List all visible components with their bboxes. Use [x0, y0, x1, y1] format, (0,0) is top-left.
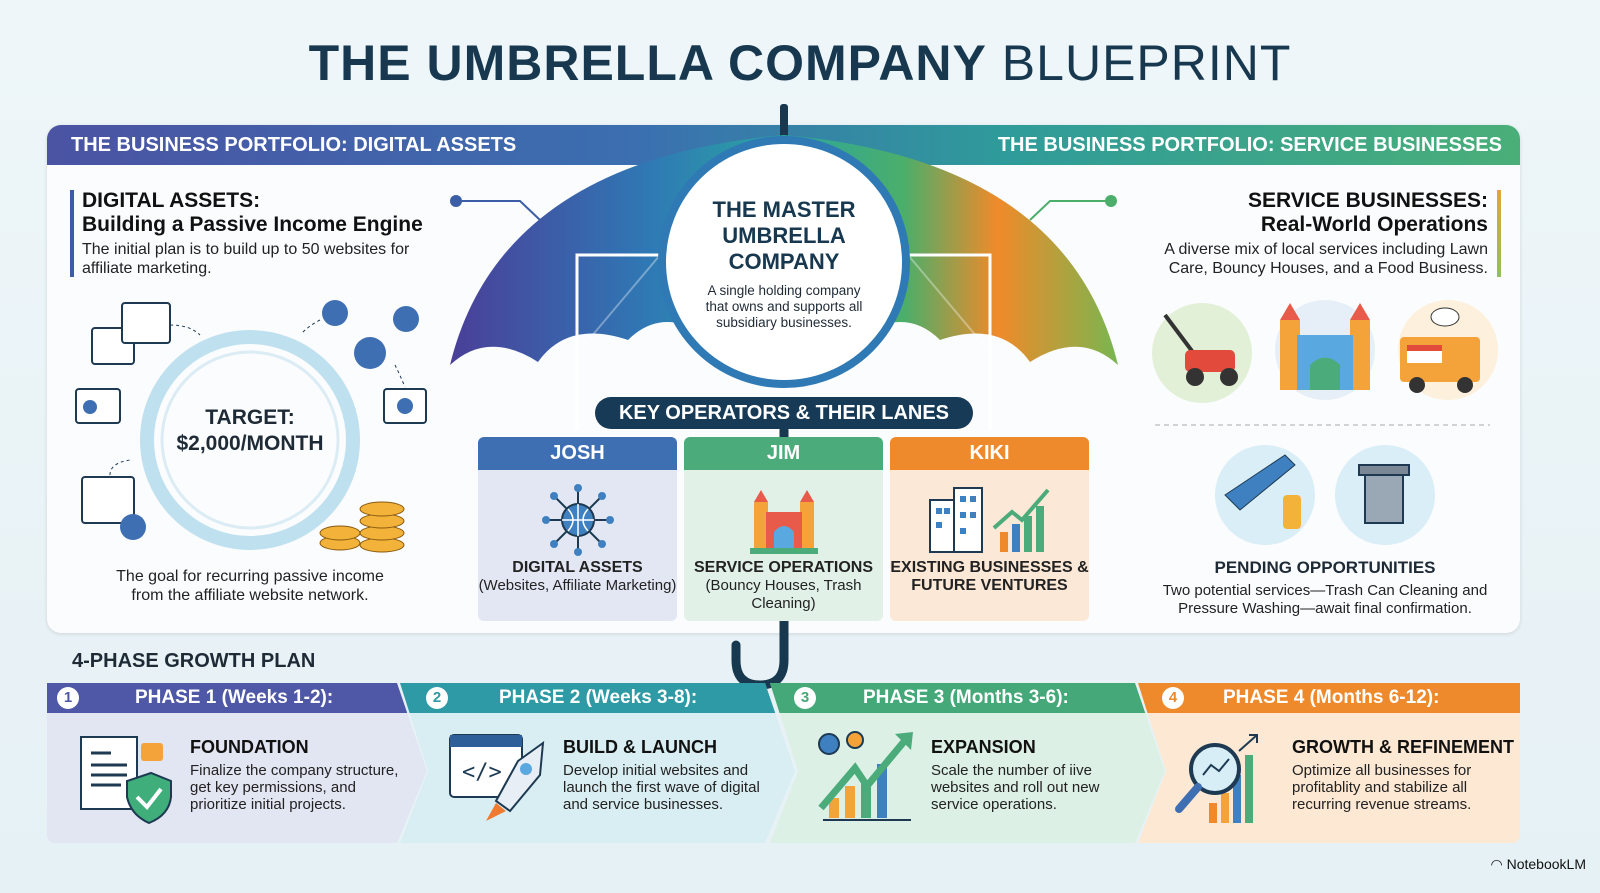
target-value: $2,000/MONTH: [176, 432, 324, 455]
operator-card-jim: JIM SERVICE OPERATIONS(Bouncy Houses, Tr…: [684, 437, 883, 621]
accent-bar: [1497, 190, 1501, 277]
master-title: THE MASTER UMBRELLA COMPANY: [712, 197, 856, 274]
phase-label: PHASE 3 (Months 3-6):: [863, 687, 1069, 708]
digital-assets-section: DIGITAL ASSETS: Building a Passive Incom…: [82, 189, 462, 278]
phase-title: FOUNDATION: [190, 737, 309, 757]
phase-text: Optimize all businesses for profitablity…: [1292, 762, 1472, 813]
card-sub: (Bouncy Houses, Trash Cleaning): [705, 577, 862, 612]
operator-card-kiki: KIKI EXISTING BUSINESSES & FUTURE VENTUR…: [890, 437, 1089, 621]
service-section: SERVICE BUSINESSES: Real-World Operation…: [1130, 189, 1488, 278]
phase-title: EXPANSION: [931, 737, 1036, 757]
plan-title: 4-PHASE GROWTH PLAN: [72, 650, 316, 672]
operator-name: KIKI: [890, 437, 1089, 470]
card-title: DIGITAL ASSETS: [512, 559, 643, 576]
buildings-growth-icon: [929, 487, 1050, 553]
phase-text: Scale the number of iive websites and ro…: [931, 762, 1100, 813]
accent-bar: [70, 190, 74, 277]
umbrella-tip: [780, 104, 788, 144]
phase-text: Finalize the company structure, get key …: [190, 762, 399, 813]
phase-label: PHASE 4 (Months 6-12):: [1223, 687, 1440, 708]
target-label: TARGET:: [205, 406, 295, 429]
phase-3: 3 PHASE 3 (Months 3-6): EXPANSION Scale t…: [770, 683, 1165, 843]
phase-label: PHASE 2 (Weeks 3-8):: [499, 687, 698, 708]
service-text: A diverse mix of local services includin…: [1164, 241, 1488, 277]
card-title: EXISTING BUSINESSES & FUTURE VENTURES: [890, 559, 1089, 594]
website-network-illustration: [75, 300, 427, 553]
target-display: TARGET: $2,000/MONTH: [150, 405, 350, 457]
trash-can-icon: [1335, 445, 1435, 545]
lawn-mower-icon: [1152, 303, 1252, 403]
notebooklm-watermark: ◠ NotebookLM: [1491, 856, 1587, 873]
master-company: THE MASTER UMBRELLA COMPANY A single hol…: [684, 197, 884, 331]
service-subheading: Real-World Operations: [1260, 213, 1488, 236]
phase-number: 3: [794, 687, 816, 709]
phase-number: 4: [1162, 687, 1184, 709]
pending-opportunities: PENDING OPPORTUNITIES Two potential serv…: [1150, 558, 1500, 618]
phase-title: GROWTH & REFINEMENT: [1292, 737, 1514, 757]
pending-text: Two potential services—Trash Can Cleanin…: [1162, 582, 1488, 617]
phase-number: 1: [57, 687, 79, 709]
phase-text: Develop initial websites and launch the …: [563, 762, 760, 813]
digital-text: The initial plan is to build up to 50 we…: [82, 241, 410, 277]
master-text: A single holding company that owns and s…: [705, 283, 863, 330]
phase-title: BUILD & LAUNCH: [563, 737, 717, 757]
service-heading: SERVICE BUSINESSES:: [1247, 189, 1488, 212]
phase-2: 2 PHASE 2 (Weeks 3-8): </> BUILD & LAUNCH…: [400, 683, 795, 843]
operator-name: JOSH: [478, 437, 677, 470]
master-circle: [658, 136, 910, 388]
svg-text:</>: </>: [462, 760, 502, 785]
phase-1: 1 PHASE 1 (Weeks 1-2): FOUNDATION Finaliz…: [47, 683, 427, 843]
notebooklm-logo-icon: ◠: [1490, 856, 1507, 872]
target-caption: The goal for recurring passive income fr…: [116, 568, 384, 604]
watermark-text: NotebookLM: [1506, 856, 1586, 872]
phase-label: PHASE 1 (Weeks 1-2):: [135, 687, 334, 708]
digital-subheading: Building a Passive Income Engine: [82, 213, 423, 236]
pressure-washer-icon: [1215, 445, 1315, 545]
operator-name: JIM: [684, 437, 883, 470]
page-title: THE UMBRELLA COMPANY BLUEPRINT: [308, 35, 1292, 91]
bouncy-house-icon: [1275, 300, 1375, 400]
card-title: SERVICE OPERATIONS: [694, 559, 873, 576]
header-right: THE BUSINESS PORTFOLIO: SERVICE BUSINESS…: [997, 134, 1502, 156]
growth-chart-icon: [818, 731, 913, 821]
header-left: THE BUSINESS PORTFOLIO: DIGITAL ASSETS: [71, 134, 517, 156]
umbrella-illustration: [450, 104, 1118, 690]
phase-number: 2: [426, 687, 448, 709]
document-shield-icon: [80, 736, 172, 825]
globe-network-icon: [542, 484, 614, 556]
card-sub: (Websites, Affiliate Marketing): [478, 577, 677, 594]
magnifier-chart-icon: [1175, 734, 1258, 823]
operators-banner: KEY OPERATORS & THEIR LANES: [595, 397, 973, 429]
phase-4: 4 PHASE 4 (Months 6-12): GROWTH & REFINEM…: [1138, 683, 1520, 843]
operator-card-josh: JOSH DIGITAL ASSETS(Websites, Affiliate …: [478, 437, 677, 621]
digital-heading: DIGITAL ASSETS:: [82, 189, 261, 212]
service-icons: [1152, 300, 1498, 545]
food-truck-icon: [1398, 300, 1498, 400]
code-rocket-icon: </>: [449, 734, 545, 821]
pending-title: PENDING OPPORTUNITIES: [1214, 558, 1436, 577]
bouncy-house-icon: [750, 490, 818, 554]
